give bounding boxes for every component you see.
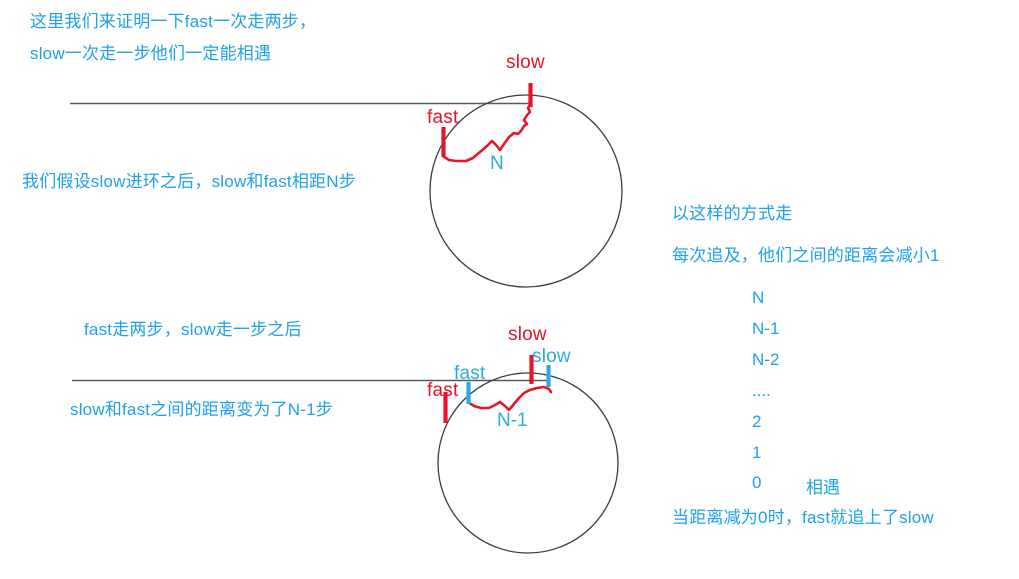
bottom-distance-label: N-1 [497, 410, 528, 431]
bottom-slow-label-new: slow [532, 346, 571, 367]
bottom-diagram-group [72, 355, 619, 554]
step-note-text: fast走两步，slow走一步之后 [84, 320, 302, 339]
top-cycle-circle [429, 94, 623, 288]
right-panel-heading-2: 每次追及，他们之间的距离会减小1 [672, 246, 940, 265]
intro-line-1: 这里我们来证明一下fast一次走两步， [30, 12, 317, 31]
bottom-cycle-circle [437, 372, 619, 554]
sequence-item-5: 1 [752, 443, 762, 462]
right-panel-heading-1: 以这样的方式走 [672, 204, 793, 223]
bottom-fast-label-new: fast [454, 363, 486, 384]
bottom-slow-label-old: slow [508, 324, 547, 345]
sequence-item-4: 2 [752, 412, 762, 431]
sequence-item-0: N [752, 288, 765, 307]
bottom-distance-path [466, 385, 553, 412]
top-distance-label: N [490, 153, 504, 174]
intro-line-2: slow一次走一步他们一定能相遇 [30, 44, 272, 63]
sequence-meet-label: 相遇 [806, 478, 840, 497]
sequence-item-2: N-2 [752, 350, 780, 369]
right-panel-conclusion: 当距离减为0时，fast就追上了slow [672, 508, 934, 527]
bottom-fast-label-old: fast [427, 380, 459, 401]
top-fast-label: fast [427, 107, 459, 128]
result-note-text: slow和fast之间的距离变为了N-1步 [70, 400, 334, 419]
top-slow-label: slow [506, 52, 545, 73]
sequence-item-3: .... [752, 381, 771, 400]
assumption-text: 我们假设slow进环之后，slow和fast相距N步 [22, 172, 356, 191]
sequence-item-1: N-1 [752, 319, 780, 338]
sequence-item-6: 0 [752, 473, 762, 492]
